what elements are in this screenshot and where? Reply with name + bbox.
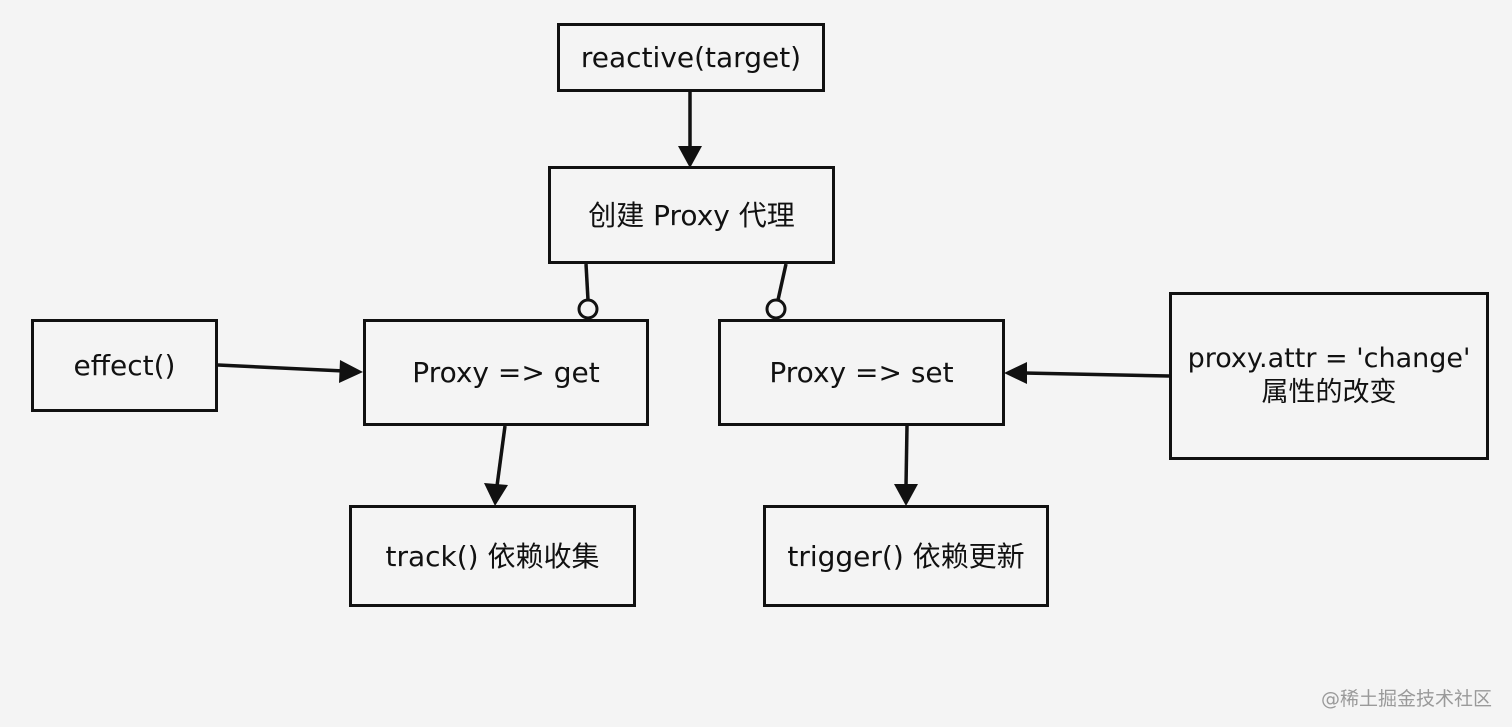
node-reactive-target: reactive(target) [557,23,825,92]
arrowhead-reactive-to-proxy [678,146,702,168]
node-proxy-get-label: Proxy => get [412,356,600,389]
edge-set-to-trigger [904,425,909,487]
node-track-label: track() 依赖收集 [385,539,600,573]
arrowhead-set-to-trigger [894,484,918,506]
node-track: track() 依赖收集 [349,505,636,607]
node-effect: effect() [31,319,218,412]
node-proxy-set-label: Proxy => set [769,356,954,389]
node-effect-label: effect() [73,349,176,382]
edge-proxy-to-set [776,263,788,301]
edge-get-to-track [495,425,507,487]
node-attr-change: proxy.attr = 'change' 属性的改变 [1169,292,1489,460]
node-proxy-set: Proxy => set [718,319,1005,426]
watermark: @稀土掘金技术社区 [1320,688,1492,710]
node-proxy-get: Proxy => get [363,319,649,426]
arrowhead-get-to-track [484,483,508,506]
edge-effect-to-get [217,363,345,373]
circle-end-get [577,298,599,320]
edge-change-to-set [1023,371,1170,378]
node-reactive-label: reactive(target) [580,41,802,74]
arrowhead-effect-to-get [339,360,363,383]
arrowhead-change-to-set [1004,362,1027,384]
node-trigger-label: trigger() 依赖更新 [787,539,1025,573]
node-attr-change-line2: 属性的改变 [1261,377,1397,408]
node-create-proxy: 创建 Proxy 代理 [548,166,835,264]
node-trigger: trigger() 依赖更新 [763,505,1049,607]
circle-end-set [765,298,787,320]
node-create-proxy-label: 创建 Proxy 代理 [588,198,795,232]
edge-proxy-to-get [584,263,590,301]
node-attr-change-text: proxy.attr = 'change' 属性的改变 [1188,342,1471,410]
node-attr-change-line1: proxy.attr = 'change' [1187,343,1471,375]
